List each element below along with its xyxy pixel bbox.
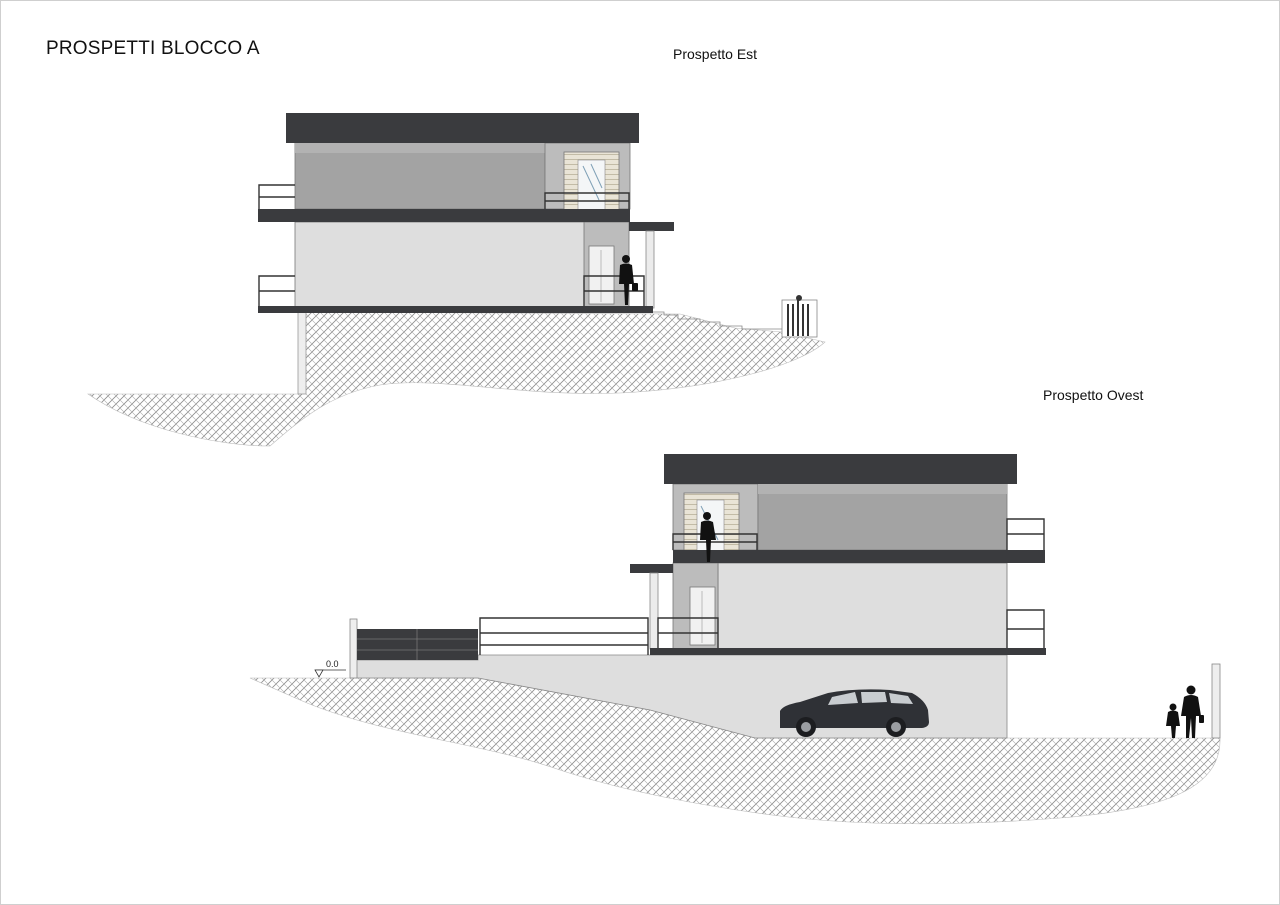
west-roof [664, 454, 1017, 484]
east-steps [652, 311, 785, 330]
east-ground-hatch [87, 311, 826, 447]
car-silhouette [780, 689, 929, 737]
east-railings [258, 184, 645, 306]
east-canopy [629, 222, 674, 231]
sheet-title: PROSPETTI BLOCCO A [46, 38, 260, 59]
west-canopy [630, 564, 673, 573]
west-long-railing [479, 617, 649, 655]
west-entry-door [689, 586, 716, 646]
east-lower-wall [294, 221, 586, 309]
east-upper-wall [294, 142, 546, 210]
east-first-floor-slab [258, 209, 630, 222]
east-canopy-column [645, 230, 655, 309]
adult-child-silhouette [1166, 685, 1204, 738]
east-elevation [87, 113, 826, 447]
east-gate [781, 295, 818, 338]
west-boundary-post-left [349, 618, 358, 679]
west-fence-panel [357, 629, 478, 660]
east-ground-floor-slab [258, 306, 653, 313]
west-railings [657, 518, 1045, 648]
west-balcony-person-silhouette [700, 512, 716, 562]
west-canopy-column [649, 572, 659, 650]
east-retaining-wall [297, 311, 307, 395]
west-elevation-label: Prospetto Ovest [1043, 387, 1144, 403]
west-first-floor-slab [673, 550, 1045, 563]
east-elevation-label: Prospetto Est [673, 46, 758, 62]
west-ground-hatch [249, 677, 1221, 825]
level-marker: 0.0 [314, 659, 346, 678]
west-lower-wall [717, 562, 1008, 650]
west-boundary-post-right [1211, 663, 1221, 739]
east-person-silhouette [619, 255, 638, 305]
west-elevation: 0.0 [249, 454, 1221, 825]
east-entry-door [588, 245, 615, 305]
level-marker-text: 0.0 [326, 659, 339, 669]
west-ground-floor-slab [650, 648, 1046, 655]
east-roof [286, 113, 639, 143]
